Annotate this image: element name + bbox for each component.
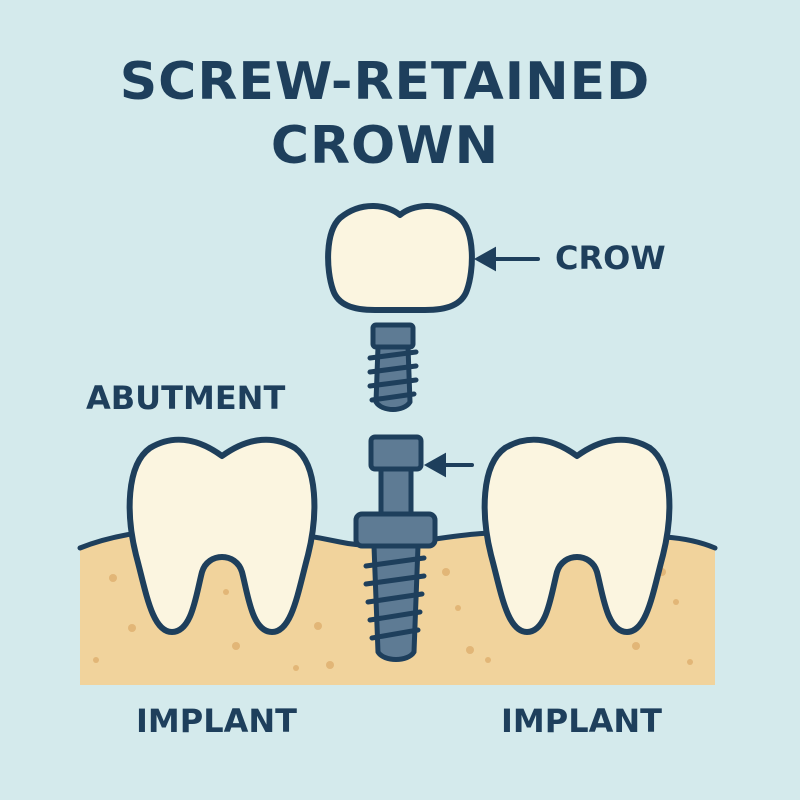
- implant-label-left: IMPLANT: [136, 702, 297, 740]
- bone-speckles: [93, 568, 693, 671]
- crown-arrow: [473, 246, 540, 272]
- abutment-label: ABUTMENT: [86, 379, 286, 417]
- implant-label-right: IMPLANT: [501, 702, 662, 740]
- crown-label: CROW: [555, 239, 666, 277]
- title-line-2: CROWN: [270, 116, 500, 176]
- left-natural-tooth: [126, 436, 318, 635]
- abutment-part: [367, 322, 419, 412]
- right-natural-tooth: [481, 436, 673, 635]
- implant-arrow: [423, 452, 474, 478]
- title-line-1: SCREW-RETAINED: [119, 52, 651, 112]
- diagram-title: SCREW-RETAINED CROWN: [0, 50, 770, 178]
- crown-shape: [325, 203, 475, 313]
- implant-post: [353, 434, 438, 662]
